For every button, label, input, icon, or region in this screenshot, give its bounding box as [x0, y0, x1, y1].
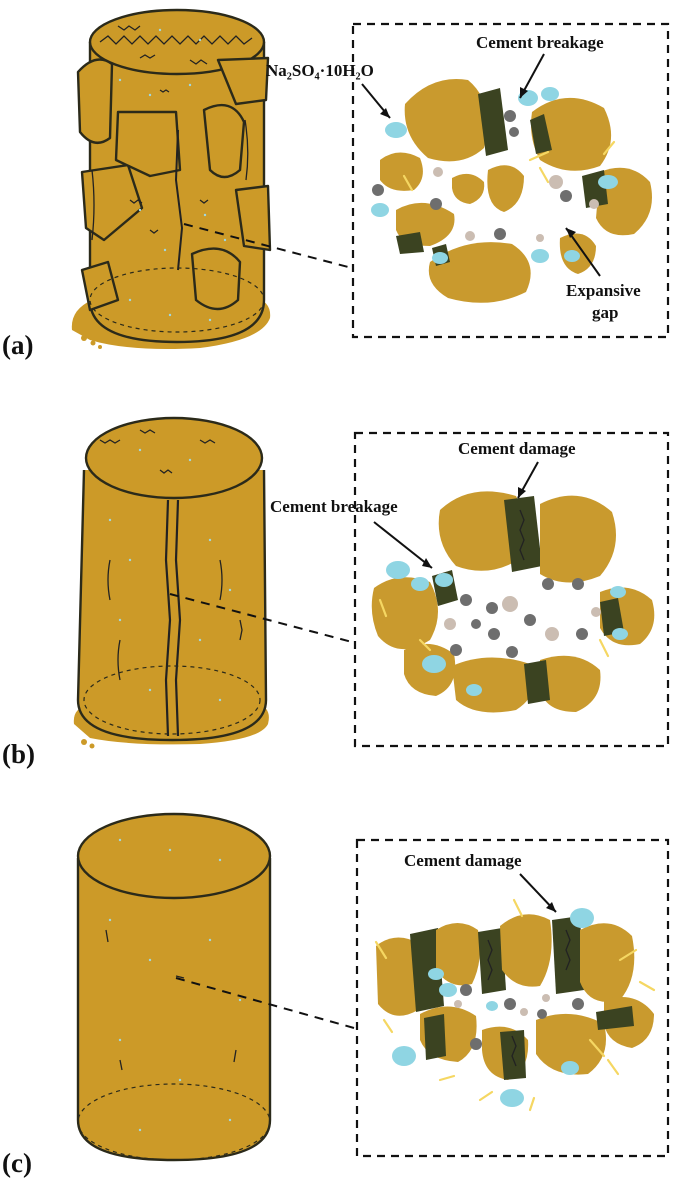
expansive-gap-label-line2: gap [592, 303, 618, 322]
cement-breakage-label-b: Cement breakage [270, 497, 398, 516]
cement-breakage-arrow-b [374, 522, 432, 568]
core-top-c [78, 814, 270, 898]
panel-b: Cement damage Cement breakage (b) [2, 418, 668, 769]
sandstone-core-b [78, 470, 266, 740]
spall-flake [78, 60, 112, 143]
microstructure-c [376, 900, 654, 1110]
panel-a: Na₂SO₄·10H₂O Cement breakage Expansive g… [2, 10, 668, 360]
sandstone-core-c [78, 858, 270, 1160]
panel-label-c: (c) [2, 1148, 32, 1178]
spall-flake [204, 105, 244, 177]
microstructure-b [372, 491, 655, 712]
cement-damage-label-c: Cement damage [404, 851, 522, 870]
cement-damage-label-b: Cement damage [458, 439, 576, 458]
microstructure-a [371, 79, 652, 303]
expansive-gap-label-line1: Expansive [566, 281, 641, 300]
core-top-b [86, 418, 262, 498]
panel-label-a: (a) [2, 330, 33, 360]
salt-label: Na₂SO₄·10H₂O [266, 61, 374, 80]
panel-label-b: (b) [2, 739, 35, 769]
panel-c: Cement damage (c) [2, 814, 668, 1178]
spall-flake [192, 249, 240, 309]
cement-breakage-label-a: Cement breakage [476, 33, 604, 52]
